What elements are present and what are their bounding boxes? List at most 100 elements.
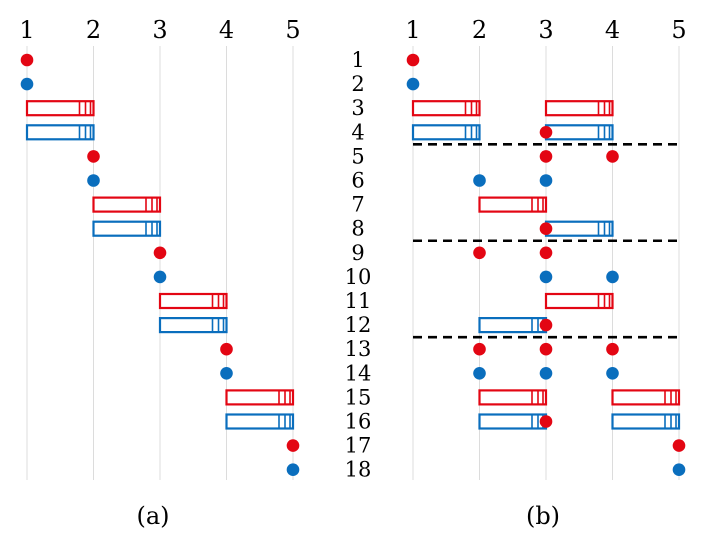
red-dot-row-17-9 bbox=[286, 439, 300, 452]
blue-bar-row-8-6 bbox=[544, 220, 614, 237]
row-label-12: 12 bbox=[345, 313, 372, 337]
blue-bar-row-4-2 bbox=[25, 124, 95, 141]
red-dot-row-8-8 bbox=[539, 222, 553, 235]
red-dot-row-12-13 bbox=[539, 318, 553, 332]
blue-bar-row-4-3 bbox=[411, 124, 481, 141]
row-label-7: 7 bbox=[351, 193, 364, 217]
column-label-4: 4 bbox=[605, 16, 620, 44]
red-dot-row-17-21 bbox=[672, 439, 686, 452]
blue-bar-row-16-8-body bbox=[225, 413, 295, 430]
red-bar-row-7-3 bbox=[92, 196, 162, 213]
red-dot-row-13-7 bbox=[220, 342, 233, 356]
panel-a-column-labels: 1 2 3 4 5 bbox=[19, 16, 300, 44]
red-dot-row-16-20 bbox=[539, 415, 553, 428]
blue-dot-row-2-2 bbox=[406, 77, 420, 91]
blue-dot-row-14-18 bbox=[539, 367, 553, 380]
blue-bar-row-12-6-body bbox=[158, 317, 228, 334]
column-label-4: 4 bbox=[219, 16, 234, 44]
panel-b-gridlines bbox=[412, 46, 680, 480]
red-dot-row-13-16 bbox=[606, 342, 619, 356]
blue-bar-row-16-12 bbox=[611, 413, 681, 430]
red-bar-row-15-7 bbox=[225, 389, 295, 406]
blue-dot-row-10-12 bbox=[606, 270, 619, 284]
blue-bar-row-4-4-body bbox=[544, 124, 614, 141]
blue-dot-row-6-6 bbox=[473, 174, 486, 187]
blue-dot-row-14-8 bbox=[220, 367, 233, 380]
row-label-9: 9 bbox=[351, 241, 364, 265]
column-label-1: 1 bbox=[19, 16, 34, 44]
red-bar-row-7-5-body bbox=[478, 196, 548, 213]
red-dot-row-9-10 bbox=[539, 246, 553, 260]
column-label-3: 3 bbox=[152, 16, 167, 44]
red-bar-row-15-9 bbox=[478, 389, 548, 406]
row-label-16: 16 bbox=[345, 410, 372, 434]
blue-bar-row-12-8-body bbox=[478, 317, 548, 334]
blue-bar-row-8-4 bbox=[92, 220, 162, 237]
blue-bar-row-16-11-body bbox=[478, 413, 548, 430]
blue-bar-row-16-12-body bbox=[611, 413, 681, 430]
panel-b-marks bbox=[406, 53, 686, 477]
row-label-14: 14 bbox=[345, 361, 372, 385]
row-label-1: 1 bbox=[351, 48, 364, 72]
red-dot-row-4-3 bbox=[539, 126, 553, 139]
row-label-2: 2 bbox=[351, 72, 364, 96]
red-bar-row-15-9-body bbox=[478, 389, 548, 406]
panel-a-label: (a) bbox=[136, 502, 169, 530]
red-bar-row-11-5 bbox=[158, 292, 228, 310]
red-bar-row-15-10 bbox=[611, 389, 681, 406]
panel-a-marks bbox=[20, 53, 300, 477]
blue-bar-row-4-3-body bbox=[411, 124, 481, 141]
red-bar-row-3-1-body bbox=[411, 100, 481, 117]
blue-dot-row-2-2 bbox=[20, 77, 34, 91]
blue-bar-row-16-8 bbox=[225, 413, 295, 430]
blue-bar-row-12-8 bbox=[478, 317, 548, 334]
blue-dot-row-14-17 bbox=[473, 367, 486, 380]
red-dot-row-9-9 bbox=[473, 246, 486, 260]
blue-bar-row-8-6-body bbox=[544, 220, 614, 237]
column-label-5: 5 bbox=[671, 16, 686, 44]
red-bar-row-3-2 bbox=[544, 100, 614, 117]
column-label-1: 1 bbox=[405, 16, 420, 44]
row-label-5: 5 bbox=[351, 144, 364, 168]
red-bar-row-15-7-body bbox=[225, 389, 295, 406]
blue-dot-row-10-11 bbox=[539, 270, 553, 284]
red-dot-row-5-4 bbox=[539, 150, 553, 163]
row-label-18: 18 bbox=[345, 458, 372, 482]
row-label-6: 6 bbox=[351, 169, 364, 193]
column-label-2: 2 bbox=[472, 16, 487, 44]
red-bar-row-3-1 bbox=[411, 100, 481, 117]
column-label-5: 5 bbox=[285, 16, 300, 44]
blue-bar-row-16-11 bbox=[478, 413, 548, 430]
blue-bar-row-8-4-body bbox=[92, 220, 162, 237]
red-dot-row-5-3 bbox=[87, 150, 100, 163]
row-label-8: 8 bbox=[351, 217, 364, 241]
red-bar-row-3-1 bbox=[25, 100, 95, 117]
row-label-11: 11 bbox=[345, 289, 372, 313]
blue-dot-row-18-22 bbox=[672, 463, 686, 477]
red-bar-row-11-5-body bbox=[158, 292, 228, 310]
blue-bar-row-4-2-body bbox=[25, 124, 95, 141]
row-label-15: 15 bbox=[345, 385, 372, 409]
blue-bar-row-12-6 bbox=[158, 317, 228, 334]
panel-a: 1 2 3 4 5 (a) bbox=[19, 16, 300, 530]
row-label-10: 10 bbox=[345, 265, 372, 289]
blue-bar-row-4-4 bbox=[544, 124, 614, 141]
red-dot-row-1-1 bbox=[20, 53, 34, 67]
blue-dot-row-6-7 bbox=[539, 174, 553, 187]
row-label-3: 3 bbox=[351, 96, 364, 120]
red-dot-row-9-5 bbox=[153, 246, 167, 260]
blue-dot-row-18-10 bbox=[286, 463, 300, 477]
column-label-2: 2 bbox=[86, 16, 101, 44]
red-bar-row-11-7-body bbox=[544, 292, 614, 310]
red-bar-row-7-5 bbox=[478, 196, 548, 213]
red-dot-row-5-5 bbox=[606, 150, 619, 163]
red-dot-row-1-1 bbox=[406, 53, 420, 67]
red-dot-row-13-15 bbox=[539, 342, 553, 356]
blue-dot-row-10-6 bbox=[153, 270, 167, 284]
blue-dot-row-6-4 bbox=[87, 174, 100, 187]
panel-a-gridlines bbox=[26, 46, 294, 480]
